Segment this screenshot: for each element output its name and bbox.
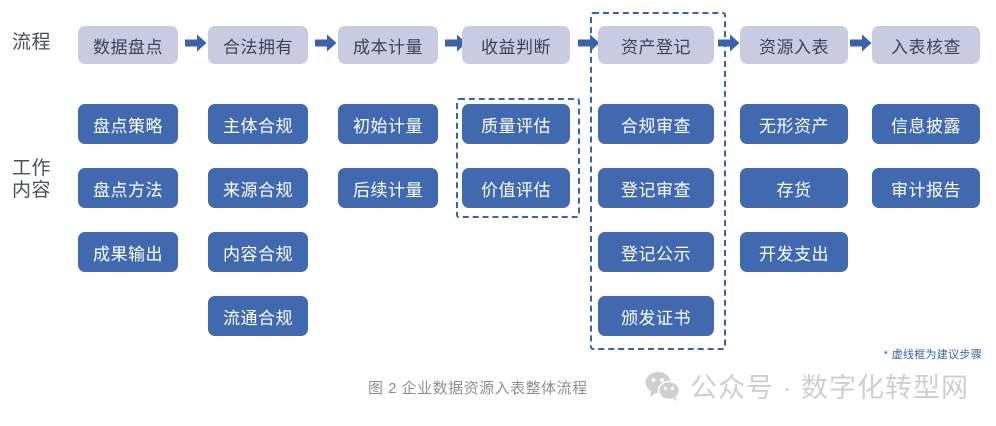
work-content-box[interactable]: 盘点策略	[78, 104, 178, 144]
work-content-box[interactable]: 合规审查	[598, 104, 714, 144]
work-content-box[interactable]: 登记公示	[598, 232, 714, 272]
arrow-right-icon	[185, 34, 207, 52]
work-content-box[interactable]: 成果输出	[78, 232, 178, 272]
arrow-right-icon	[850, 34, 872, 52]
work-content-box[interactable]: 颁发证书	[598, 296, 714, 336]
process-step-box[interactable]: 合法拥有	[208, 26, 308, 64]
work-content-box[interactable]: 来源合规	[208, 168, 308, 208]
wechat-icon	[645, 371, 681, 401]
process-step-box[interactable]: 入表核查	[872, 26, 980, 64]
work-content-box[interactable]: 流通合规	[208, 296, 308, 336]
work-content-box[interactable]: 价值评估	[462, 168, 570, 208]
work-content-box[interactable]: 登记审查	[598, 168, 714, 208]
process-step-box[interactable]: 成本计量	[338, 26, 438, 64]
work-content-box[interactable]: 内容合规	[208, 232, 308, 272]
process-step-box[interactable]: 收益判断	[462, 26, 570, 64]
process-step-box[interactable]: 资产登记	[598, 26, 714, 64]
suggested-steps-footnote: * 虚线框为建议步骤	[883, 349, 982, 361]
watermark: 公众号 · 数字化转型网	[645, 366, 969, 405]
row-label-process: 流程	[12, 32, 52, 53]
work-content-box[interactable]: 存货	[740, 168, 848, 208]
work-content-box[interactable]: 无形资产	[740, 104, 848, 144]
arrow-right-icon	[718, 34, 740, 52]
process-step-box[interactable]: 资源入表	[740, 26, 848, 64]
work-content-box[interactable]: 盘点方法	[78, 168, 178, 208]
work-content-box[interactable]: 后续计量	[338, 168, 438, 208]
watermark-text: 公众号 · 数字化转型网	[690, 373, 969, 403]
figure-caption: 图 2 企业数据资源入表整体流程	[368, 380, 588, 397]
work-content-box[interactable]: 初始计量	[338, 104, 438, 144]
arrow-right-icon	[445, 34, 467, 52]
work-content-box[interactable]: 审计报告	[872, 168, 980, 208]
process-step-box[interactable]: 数据盘点	[78, 26, 178, 64]
row-label-work-content: 工作 内容	[12, 158, 52, 201]
arrow-right-icon	[578, 34, 600, 52]
work-content-box[interactable]: 信息披露	[872, 104, 980, 144]
work-content-box[interactable]: 主体合规	[208, 104, 308, 144]
arrow-right-icon	[315, 34, 337, 52]
work-content-box[interactable]: 开发支出	[740, 232, 848, 272]
work-content-box[interactable]: 质量评估	[462, 104, 570, 144]
